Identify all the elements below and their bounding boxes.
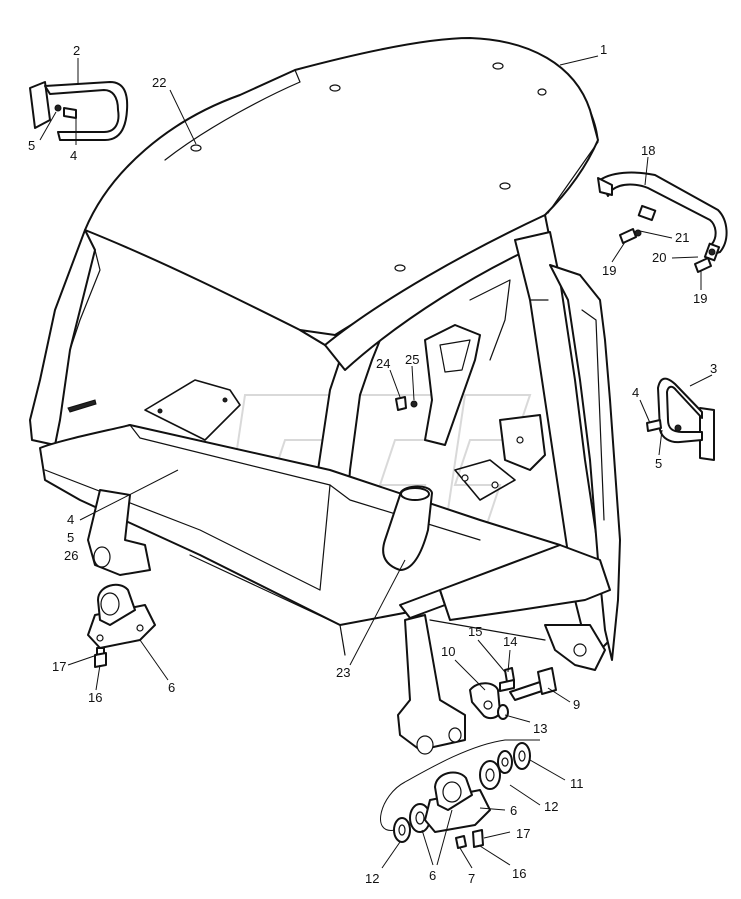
callout-6: 6 [168,680,175,695]
callout-13: 13 [533,721,547,736]
callout-17: 17 [52,659,66,674]
cab-frame [29,37,621,755]
rear-top-bar [324,214,551,371]
right-side-panel [549,264,621,661]
hardware-group-right [469,667,557,720]
callout-3: 3 [710,361,717,376]
callout-16: 16 [512,866,526,881]
rear-mount-leg [397,614,466,751]
callout-5: 5 [655,456,662,471]
callout-2: 2 [73,43,80,58]
leader-lines [39,55,713,869]
rear-rail [439,544,611,621]
floor-plate-right [454,459,516,501]
pillar-front-left [29,229,96,446]
callout-6: 6 [429,868,436,883]
callout-labels: 1 2 5 4 22 18 21 20 19 19 3 4 5 24 25 4 … [28,42,717,886]
callout-26: 26 [64,548,78,563]
callout-18: 18 [641,143,655,158]
callout-4: 4 [70,148,77,163]
control-pedestal [382,485,433,571]
callout-12: 12 [365,871,379,886]
handrail-upper-left [29,81,129,141]
callout-5: 5 [67,530,74,545]
callout-16: 16 [88,690,102,705]
callout-6: 6 [510,803,517,818]
callout-12: 12 [544,799,558,814]
callout-20: 20 [652,250,666,265]
floor-plate-left [144,379,241,441]
bushing-stack [380,739,540,843]
callout-5: 5 [28,138,35,153]
callout-9: 9 [573,697,580,712]
handrail-upper-right [597,171,728,273]
callout-11: 11 [570,776,584,791]
callout-19: 19 [602,263,616,278]
callout-10: 10 [441,644,455,659]
callout-24: 24 [376,356,390,371]
mount-isolator-left [87,583,156,668]
handrail-right [646,377,715,461]
callout-14: 14 [503,634,517,649]
callout-17: 17 [516,826,530,841]
callout-23: 23 [336,665,350,680]
callout-7: 7 [468,871,475,886]
mount-isolator-center [424,771,491,849]
callout-4: 4 [632,385,639,400]
callout-1: 1 [600,42,607,57]
callout-15: 15 [468,624,482,639]
callout-21: 21 [675,230,689,245]
bolt-24-25 [395,396,418,411]
roof-bolts [190,62,547,272]
callout-22: 22 [152,75,166,90]
callout-25: 25 [405,352,419,367]
callout-19: 19 [693,291,707,306]
callout-4: 4 [67,512,74,527]
